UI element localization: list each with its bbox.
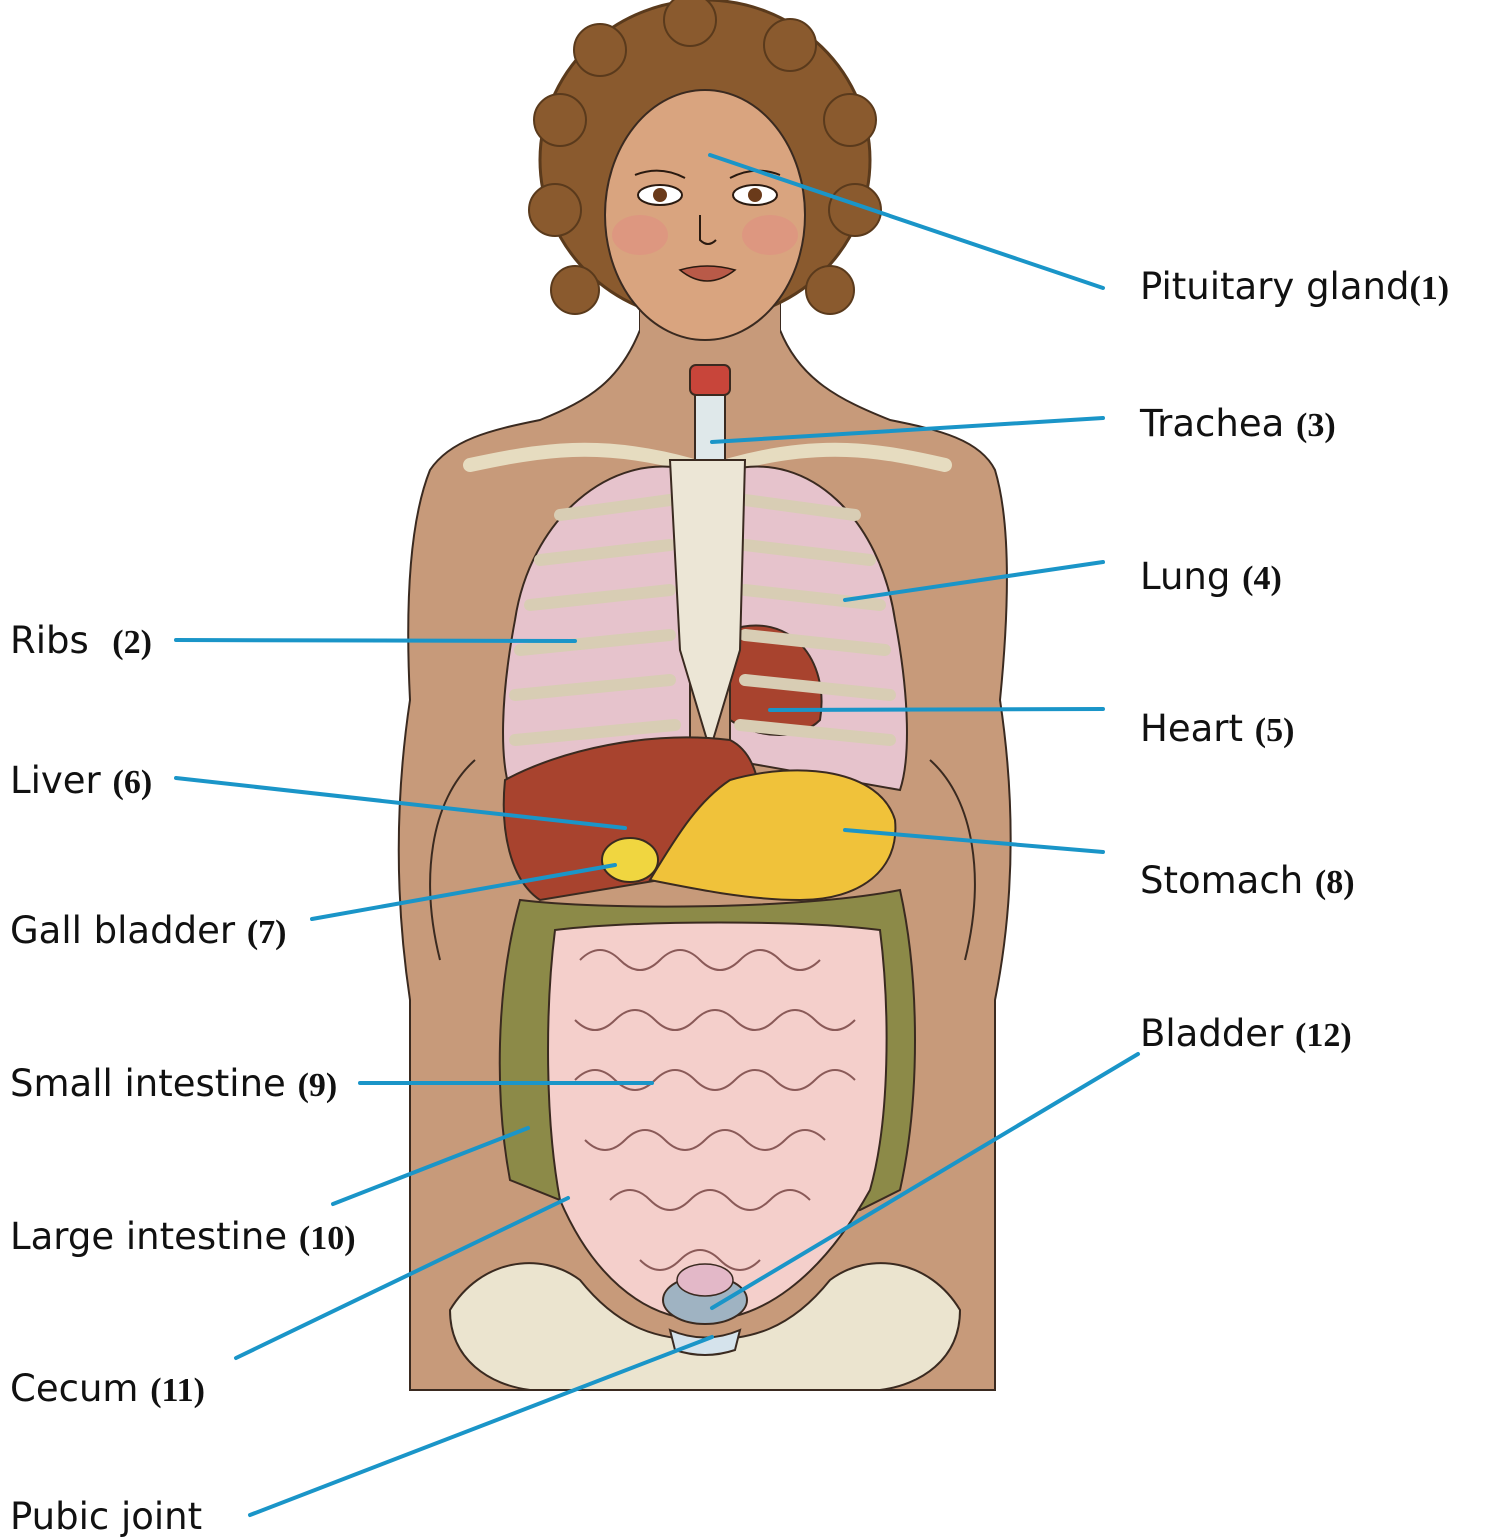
label-ribs: Ribs (2): [10, 622, 152, 660]
label-heart: Heart (5): [1140, 710, 1294, 748]
label-cecum: Cecum (11): [10, 1370, 205, 1408]
larynx: [690, 365, 730, 395]
face: [605, 90, 805, 340]
leader-ribs: [176, 640, 575, 641]
label-pituitary: Pituitary gland(1): [1140, 268, 1449, 306]
gall-bladder: [602, 838, 658, 882]
label-stomach: Stomach (8): [1140, 862, 1355, 900]
leader-heart: [770, 709, 1103, 710]
label-bladder: Bladder (12): [1140, 1015, 1352, 1053]
label-gall-bladder: Gall bladder (7): [10, 912, 286, 950]
label-liver: Liver (6): [10, 762, 152, 800]
label-small-intestine: Small intestine (9): [10, 1065, 337, 1103]
trachea: [695, 395, 725, 465]
label-pubic-joint: Pubic joint: [10, 1498, 202, 1536]
label-trachea: Trachea (3): [1140, 405, 1336, 443]
label-lung: Lung (4): [1140, 558, 1282, 596]
uterus: [677, 1264, 733, 1296]
label-large-intestine: Large intestine (10): [10, 1218, 356, 1256]
